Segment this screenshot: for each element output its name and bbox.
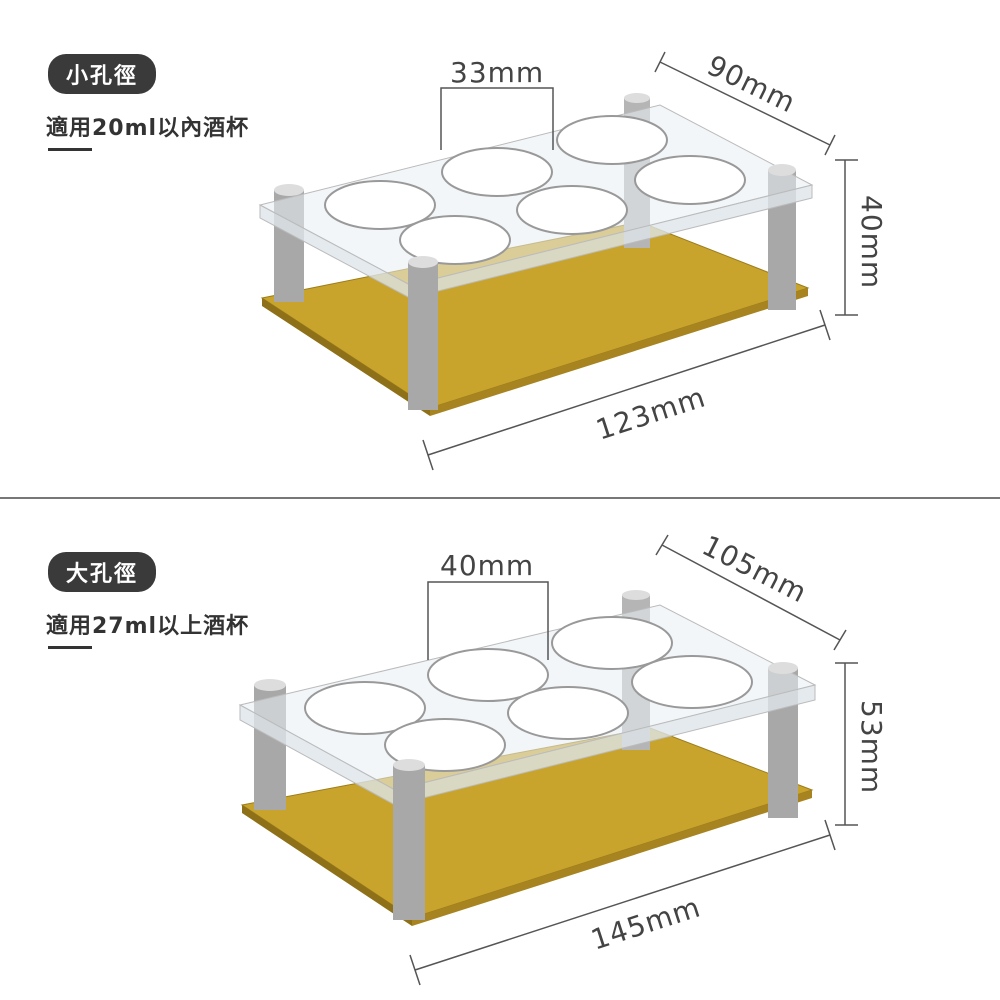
large-hole-panel: 大孔徑 適用27ml以上酒杯 bbox=[0, 500, 1000, 998]
divider bbox=[0, 497, 1000, 499]
rack-illustration bbox=[238, 590, 817, 926]
capacity-note: 適用27ml以上酒杯 bbox=[46, 614, 250, 639]
post bbox=[393, 765, 425, 920]
rack-illustration bbox=[258, 93, 814, 416]
length-label: 145mm bbox=[587, 890, 705, 956]
size-badge: 大孔徑 bbox=[48, 552, 157, 592]
depth-label: 90mm bbox=[702, 49, 801, 120]
underline bbox=[48, 646, 92, 649]
hole-diameter-label: 33mm bbox=[450, 56, 544, 89]
length-label: 123mm bbox=[592, 380, 710, 446]
height-label: 53mm bbox=[855, 700, 888, 794]
hole-diameter-label: 40mm bbox=[440, 549, 534, 582]
dimension-lines bbox=[422, 51, 858, 471]
capacity-note: 適用20ml以內酒杯 bbox=[46, 116, 250, 141]
depth-label: 105mm bbox=[697, 529, 813, 610]
large-rack-diagram: 40mm 105mm 53mm 145mm bbox=[238, 529, 888, 986]
height-label: 40mm bbox=[855, 195, 888, 289]
size-badge: 小孔徑 bbox=[48, 54, 157, 94]
post bbox=[408, 262, 438, 410]
dimension-lines bbox=[409, 534, 858, 986]
small-hole-panel: 小孔徑 適用20ml以內酒杯 bbox=[0, 0, 1000, 498]
underline bbox=[48, 148, 92, 151]
small-rack-diagram: 33mm 90mm 40mm 123mm bbox=[258, 49, 888, 471]
